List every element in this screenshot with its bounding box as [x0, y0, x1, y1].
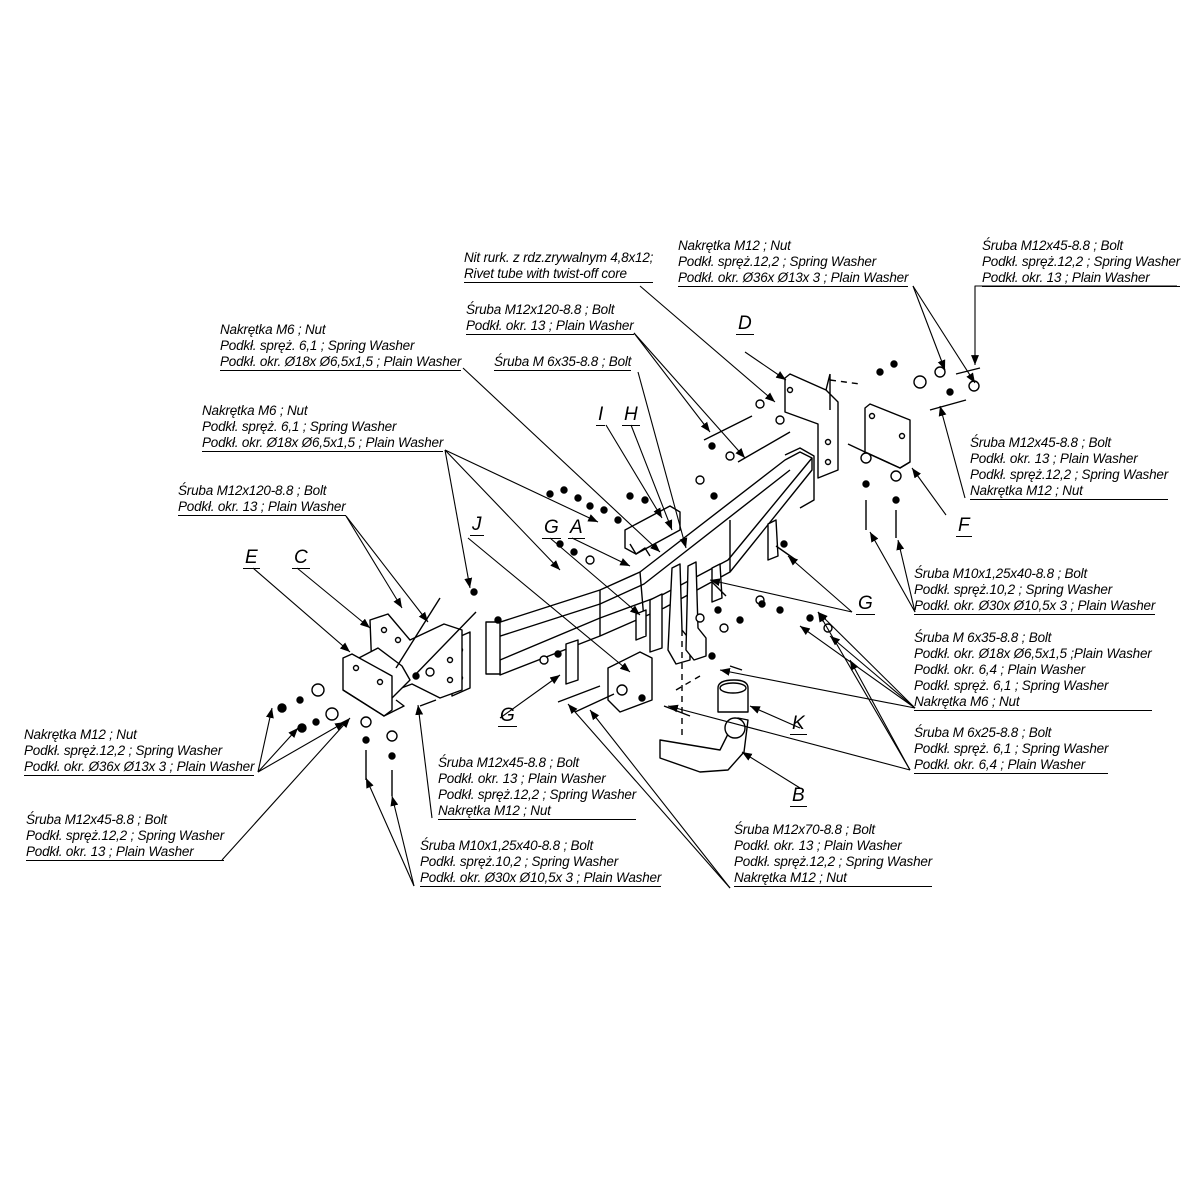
callout-right-bolt-m12x45: Śruba M12x45-8.8 ; Bolt Podkł. okr. 13 ;…	[970, 435, 1168, 500]
callout-bolt-m12x120-top: Śruba M12x120-8.8 ; Bolt Podkł. okr. 13 …	[466, 302, 634, 335]
callout-line: Rivet tube with twist-off core	[464, 266, 654, 283]
socket-plate-j	[607, 651, 653, 713]
part-letter-a: A	[568, 517, 585, 539]
callout-line: Podkł. okr. Ø18x Ø6,5x1,5 ;Plain Washer	[914, 646, 1152, 661]
callout-line: Podkł. spręż. 6,1 ; Spring Washer	[914, 678, 1109, 693]
callout-line: Podkł. spręż.10,2 ; Spring Washer	[420, 854, 619, 869]
callout-line: Śruba M12x45-8.8 ; Bolt	[982, 238, 1123, 253]
callout-line: Podkł. okr. Ø18x Ø6,5x1,5 ; Plain Washer	[202, 435, 444, 452]
part-letter-d: D	[736, 313, 754, 335]
callout-line: Nakrętka M6 ; Nut	[202, 403, 308, 418]
callout-right-bolt-m6x35: Śruba M 6x35-8.8 ; Bolt Podkł. okr. Ø18x…	[914, 630, 1152, 711]
callout-rivet: Nit rurk. z rdz.zrywalnym 4,8x12; Rivet …	[464, 250, 653, 283]
callout-line: Podkł. spręż.12,2 ; Spring Washer	[26, 828, 225, 843]
callout-line: Podkł. spręż.12,2 ; Spring Washer	[734, 854, 933, 869]
callout-line: Podkł. okr. 6,4 ; Plain Washer	[914, 662, 1086, 677]
callout-left-nut-m12: Nakrętka M12 ; Nut Podkł. spręż.12,2 ; S…	[24, 727, 254, 776]
callout-nut-m6-a: Nakrętka M6 ; Nut Podkł. spręż. 6,1 ; Sp…	[220, 322, 461, 371]
callout-line: Nakrętka M12 ; Nut	[970, 483, 1169, 500]
callout-line: Podkł. spręż.10,2 ; Spring Washer	[914, 582, 1113, 597]
callout-bolt-m12x120-left: Śruba M12x120-8.8 ; Bolt Podkł. okr. 13 …	[178, 483, 346, 516]
callout-mid-bolt-m10: Śruba M10x1,25x40-8.8 ; Bolt Podkł. sprę…	[420, 838, 661, 887]
callout-line: Podkł. okr. Ø30x Ø10,5x 3 ; Plain Washer	[914, 598, 1156, 615]
callout-line: Śruba M12x120-8.8 ; Bolt	[178, 483, 327, 498]
callout-top-nut-m12: Nakrętka M12 ; Nut Podkł. spręż.12,2 ; S…	[678, 238, 908, 287]
callout-line: Nakrętka M6 ; Nut	[914, 694, 1152, 711]
callout-line: Nit rurk. z rdz.zrywalnym 4,8x12;	[464, 250, 654, 265]
callout-line: Podkł. okr. Ø18x Ø6,5x1,5 ; Plain Washer	[220, 354, 462, 371]
callout-line: Podkł. spręż.12,2 ; Spring Washer	[678, 254, 877, 269]
callout-line: Podkł. spręż. 6,1 ; Spring Washer	[914, 741, 1109, 756]
cap-k	[717, 679, 749, 713]
callout-line: Śruba M12x45-8.8 ; Bolt	[438, 755, 579, 770]
part-letter-g-bottom: G	[498, 705, 517, 727]
callout-bottom-bolt-m12x70: Śruba M12x70-8.8 ; Bolt Podkł. okr. 13 ;…	[734, 822, 932, 887]
bracket-e	[342, 653, 405, 717]
bracket-i	[624, 505, 681, 557]
towball-b	[659, 717, 749, 773]
part-letter-k: K	[790, 713, 807, 735]
callout-line: Śruba M 6x25-8.8 ; Bolt	[914, 725, 1052, 740]
callout-line: Podkł. okr. 13 ; Plain Washer	[734, 838, 902, 853]
callout-line: Podkł. okr. 13 ; Plain Washer	[26, 844, 225, 861]
callout-line: Śruba M12x45-8.8 ; Bolt	[26, 812, 167, 827]
callout-top-right-bolt: Śruba M12x45-8.8 ; Bolt Podkł. spręż.12,…	[982, 238, 1180, 287]
callout-line: Podkł. okr. 13 ; Plain Washer	[982, 270, 1181, 287]
callout-line: Śruba M12x120-8.8 ; Bolt	[466, 302, 615, 317]
drop-plates	[649, 561, 707, 665]
callout-right-bolt-m6x25: Śruba M 6x25-8.8 ; Bolt Podkł. spręż. 6,…	[914, 725, 1108, 774]
centre-lines	[675, 379, 861, 740]
callout-line: Śruba M12x45-8.8 ; Bolt	[970, 435, 1111, 450]
part-letter-i: I	[596, 404, 606, 426]
part-letter-f: F	[956, 515, 972, 537]
callout-line: Śruba M10x1,25x40-8.8 ; Bolt	[914, 566, 1088, 581]
bracket-f	[847, 403, 911, 469]
callout-line: Podkł. okr. Ø36x Ø13x 3 ; Plain Washer	[24, 759, 255, 776]
callout-line: Nakrętka M12 ; Nut	[734, 870, 933, 887]
callout-line: Śruba M 6x35-8.8 ; Bolt	[914, 630, 1052, 645]
part-letter-g-top: G	[542, 517, 561, 539]
leader-lines	[221, 285, 1177, 889]
callout-line: Podkł. okr. 13 ; Plain Washer	[466, 318, 634, 335]
bracket-g-left	[565, 639, 579, 685]
callout-line: Podkł. okr. 13 ; Plain Washer	[178, 499, 346, 516]
part-letter-h: H	[622, 404, 640, 426]
crossbar-beam-a	[485, 447, 815, 676]
part-letter-b: B	[790, 785, 807, 807]
callout-line: Podkł. okr. Ø30x Ø10,5x 3 ; Plain Washer	[420, 870, 662, 887]
callout-line: Podkł. okr. Ø36x Ø13x 3 ; Plain Washer	[678, 270, 909, 287]
callout-line: Podkł. spręż.12,2 ; Spring Washer	[24, 743, 223, 758]
callout-line: Śruba M 6x35-8.8 ; Bolt	[494, 354, 632, 371]
callout-right-bolt-m10: Śruba M10x1,25x40-8.8 ; Bolt Podkł. sprę…	[914, 566, 1155, 615]
callout-line: Śruba M10x1,25x40-8.8 ; Bolt	[420, 838, 594, 853]
callout-line: Nakrętka M12 ; Nut	[24, 727, 137, 742]
callout-bolt-m6x35-top: Śruba M 6x35-8.8 ; Bolt	[494, 354, 631, 371]
bolt-shanks	[365, 367, 981, 796]
callout-nut-m6-b: Nakrętka M6 ; Nut Podkł. spręż. 6,1 ; Sp…	[202, 403, 443, 452]
part-letter-e: E	[243, 547, 260, 569]
callout-line: Podkł. okr. 13 ; Plain Washer	[970, 451, 1138, 466]
part-letter-g-right: G	[856, 593, 875, 615]
callout-line: Śruba M12x70-8.8 ; Bolt	[734, 822, 875, 837]
callout-line: Podkł. spręż.12,2 ; Spring Washer	[438, 787, 637, 802]
callout-mid-bolt-m12x45: Śruba M12x45-8.8 ; Bolt Podkł. okr. 13 ;…	[438, 755, 636, 820]
callout-line: Podkł. okr. 6,4 ; Plain Washer	[914, 757, 1109, 774]
callout-line: Nakrętka M12 ; Nut	[678, 238, 791, 253]
part-letter-j: J	[470, 514, 484, 536]
part-letter-c: C	[292, 547, 310, 569]
callout-left-bolt-m12x45: Śruba M12x45-8.8 ; Bolt Podkł. spręż.12,…	[26, 812, 224, 861]
callout-line: Podkł. spręż.12,2 ; Spring Washer	[982, 254, 1181, 269]
callout-line: Podkł. okr. 13 ; Plain Washer	[438, 771, 606, 786]
callout-line: Podkł. spręż. 6,1 ; Spring Washer	[220, 338, 415, 353]
callout-line: Podkł. spręż.12,2 ; Spring Washer	[970, 467, 1169, 482]
callout-line: Nakrętka M12 ; Nut	[438, 803, 637, 820]
callout-line: Nakrętka M6 ; Nut	[220, 322, 326, 337]
callout-line: Podkł. spręż. 6,1 ; Spring Washer	[202, 419, 397, 434]
